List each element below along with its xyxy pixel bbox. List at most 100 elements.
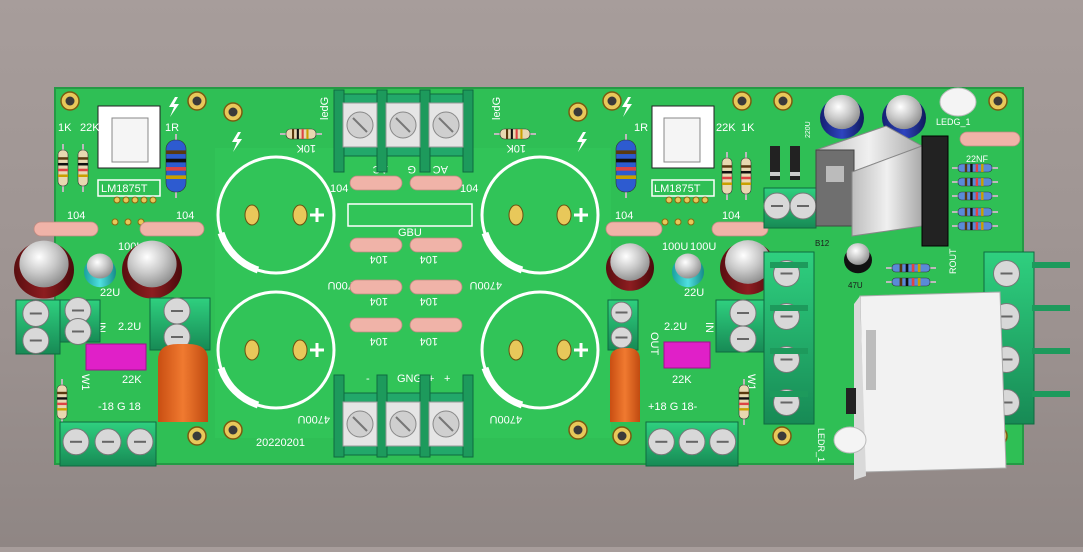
film-cap-22nf: [959, 131, 1021, 147]
filter-cap-outline-1: [480, 155, 600, 275]
pot-left: [85, 343, 147, 371]
res-r-col-1-band-1: [970, 178, 973, 186]
cap-22u-label-left: 22U: [100, 287, 120, 299]
pot-right: [663, 341, 711, 369]
mounting-hole-drill-10: [228, 425, 238, 435]
terminal-pin-r-0: [1032, 262, 1070, 268]
diode-2-band: [790, 172, 800, 176]
mounting-hole-drill-0: [65, 96, 75, 106]
res-22k-left-band-1: [78, 162, 88, 166]
res-r-col-1-body: [957, 177, 993, 187]
filter-cap-plus-v-3: [579, 343, 583, 357]
terminal-pin-r-2: [1032, 348, 1070, 354]
left-channel: LM1875T 1K 22K 1R 104 104 100U 22U 2.2U …: [58, 97, 242, 413]
res-r-col-3-band-2: [975, 208, 979, 216]
res-w1-right: [738, 379, 750, 425]
res-r-mid-0: [886, 263, 936, 273]
cap-104-c8: 104: [420, 335, 438, 347]
res-22k-left: [77, 144, 89, 192]
ecap-100u-r1-top: [610, 243, 650, 281]
led-label-left: ledG: [319, 97, 331, 120]
filter-cap-plus-v-2: [315, 343, 319, 357]
res-r-mid-0-band-2: [911, 264, 915, 272]
led-label-right: ledG: [491, 97, 503, 120]
filter-cap-pad-neg-0: [244, 204, 260, 226]
filter-cap-outline-3: [480, 290, 600, 410]
cap-104-label-l2: 104: [176, 210, 194, 222]
chip-label-right: LM1875T: [654, 183, 701, 195]
filter-cap-pad-neg-1: [508, 204, 524, 226]
filter-cap-pad-pos-0: [292, 204, 308, 226]
res-22k-label-left: 22K: [80, 122, 100, 134]
res-r-col-4-band-0: [964, 222, 968, 230]
terminal-speaker-left: [763, 251, 815, 425]
dc-terminal-slot-1: [395, 416, 411, 432]
poly-cap-right: [610, 348, 640, 422]
res-r-mid-0-band-0: [899, 264, 903, 272]
dc-terminal-slot-0: [352, 416, 368, 432]
relay-body: [859, 291, 1007, 473]
hv-symbol-left-2: [232, 132, 242, 152]
filter-cap-pad-neg-2: [244, 339, 260, 361]
mounting-hole-drill-2: [228, 107, 238, 117]
res-1k-right-band-0: [741, 165, 751, 168]
terminal-left-in2: [149, 297, 211, 351]
mounting-hole-drill-13: [777, 431, 787, 441]
film-cap-c3: [349, 237, 403, 253]
cap-104-c6: 104: [420, 295, 438, 307]
res-w1-right-band-0: [739, 391, 749, 395]
hv-symbol-left-1: [169, 97, 179, 117]
filter-cap-plus-v-1: [579, 208, 583, 222]
filter-cap-band-1: [481, 231, 524, 274]
res-w1-right-band-2: [739, 402, 749, 406]
bridge-label: GBU: [398, 227, 422, 239]
res-10k-left-body: [285, 128, 317, 140]
res-r-col-4-band-3: [981, 222, 984, 230]
minus-label-1: -: [366, 373, 370, 385]
res-22k-label-left-2: 22K: [122, 374, 142, 386]
res-22k-right-band-3: [722, 182, 732, 185]
res-1k-label-left: 1K: [58, 122, 72, 134]
mounting-hole-drill-6: [778, 96, 788, 106]
film-cap-c8: [409, 317, 463, 333]
poly-cap-left: [158, 344, 208, 422]
mounting-hole-drill-4: [607, 96, 617, 106]
res-r-mid-1-band-1: [905, 278, 909, 286]
regulator-body: [815, 149, 855, 227]
res-r-mid-1-body: [891, 277, 931, 287]
b12-label: B12: [815, 239, 830, 248]
terminal-relay-in: [763, 187, 817, 229]
res-r-col-1: [952, 177, 998, 187]
cap-104-label-l1: 104: [67, 210, 85, 222]
film-cap-l1: [33, 221, 99, 237]
res-10k-label-right: 10K: [506, 142, 526, 154]
res-r-col-1-band-2: [975, 178, 979, 186]
mounting-hole-drill-11: [573, 425, 583, 435]
dc-terminal: [333, 374, 474, 458]
filter-cap-pad-neg-3: [508, 339, 524, 361]
mounting-hole-drill-7: [993, 96, 1003, 106]
ac-input-terminal-slot-1: [395, 117, 411, 133]
cap-47u-label: 47U: [848, 281, 863, 290]
terminal-power-left: [59, 421, 157, 467]
res-10k-right-band-0: [506, 129, 509, 139]
res-1r-right-band-2: [616, 167, 636, 171]
res-22k-left-band-3: [78, 174, 88, 177]
ecap-100u-l2: [122, 240, 182, 299]
res-r-mid-1-band-2: [911, 278, 915, 286]
res-r-mid-0-band-1: [905, 264, 909, 272]
res-10k-left: [280, 128, 322, 140]
filter-cap-pad-pos-3: [556, 339, 572, 361]
res-w1-left-band-0: [57, 391, 67, 395]
res-22k-left-body: [77, 149, 89, 187]
res-22k-right-band-1: [722, 170, 732, 174]
hv-symbol-right-2: [577, 132, 587, 152]
board-date: 20220201: [256, 437, 305, 449]
res-1k-left-band-2: [58, 168, 68, 172]
w1-label-left: W1: [79, 374, 91, 391]
filter-cap-outline-0: [216, 155, 336, 275]
ac-input-terminal: [333, 89, 474, 173]
mounting-hole-drill-3: [573, 107, 583, 117]
res-1k-left-body: [57, 149, 69, 187]
